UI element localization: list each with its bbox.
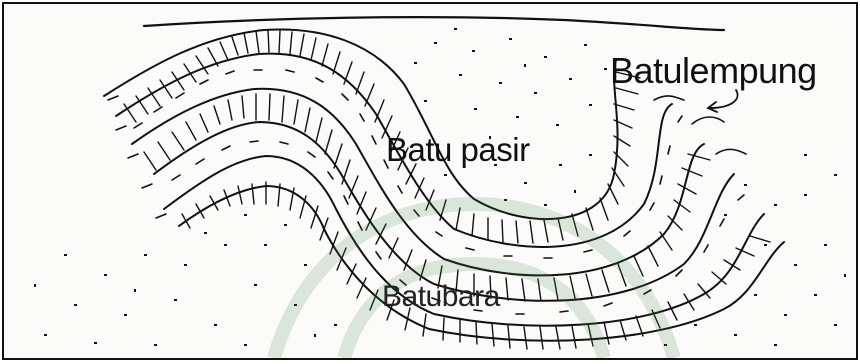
label-batubara: Batubara [382,280,500,314]
geology-diagram-frame: Batulempung Batu pasir Batubara [2,2,858,360]
stratum-line-1 [104,29,618,219]
stratum-line-6 [179,186,784,341]
ground-surface-line [144,17,724,30]
right-strata-tails [654,96,746,154]
label-batulempung: Batulempung [610,50,817,92]
dash-bands [134,70,744,314]
label-arrow [710,90,738,108]
label-batu-pasir: Batu pasir [386,131,530,169]
left-edge-dashes [108,96,166,218]
